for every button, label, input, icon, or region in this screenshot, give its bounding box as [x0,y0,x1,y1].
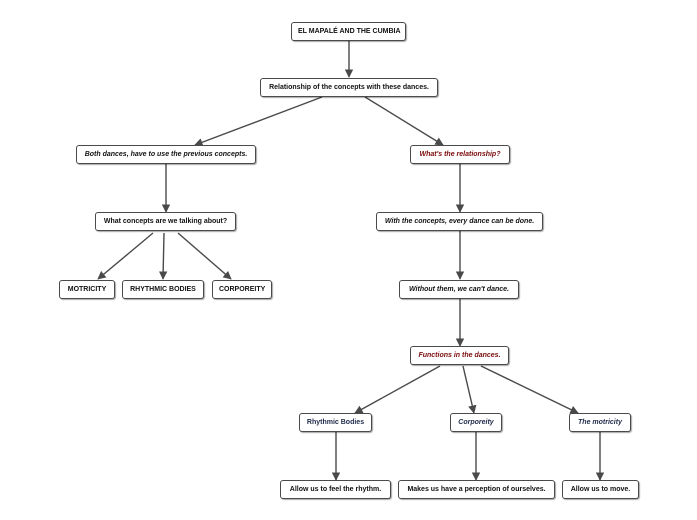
arrow-functions-to-corporeity [462,365,477,414]
description-perception-node: Makes us have a perception of ourselves. [398,480,555,499]
arrow-functions-to-rhythmic-bodies [354,365,441,414]
arrow-relationship-to-left [194,96,323,147]
right-statement-node: With the concepts, every dance can be do… [376,212,543,231]
arrow-question-to-motricity [97,232,154,280]
function-motricity-node: The motricity [569,413,631,432]
functions-title-node: Functions in the dances. [410,346,509,365]
description-rhythm-node: Allow us to feel the rhythm. [280,480,391,499]
left-statement-node: Both dances, have to use the previous co… [76,145,256,164]
arrow-question-to-rhythmic-bodies [158,232,168,280]
concept-corporeity-node: CORPOREITY [212,280,272,299]
function-rhythmic-bodies-node: Rhythmic Bodies [299,413,372,432]
arrow-relationship-to-right [364,96,444,146]
title-node: EL MAPALÉ AND THE CUMBIA [291,22,406,41]
arrow-functions-to-motricity [480,365,579,414]
concepts-question-node: What concepts are we talking about? [95,212,236,231]
concept-rhythmic-bodies-node: RHYTHMIC BODIES [122,280,204,299]
function-corporeity-node: Corporeity [450,413,502,432]
relationship-question-node: What's the relationship? [410,145,510,164]
relationship-node: Relationship of the concepts with these … [260,78,438,97]
consequence-node: Without them, we can't dance. [399,280,519,299]
arrow-question-to-corporeity [177,232,232,280]
concept-motricity-node: MOTRICITY [59,280,115,299]
description-move-node: Allow us to move. [562,480,639,499]
